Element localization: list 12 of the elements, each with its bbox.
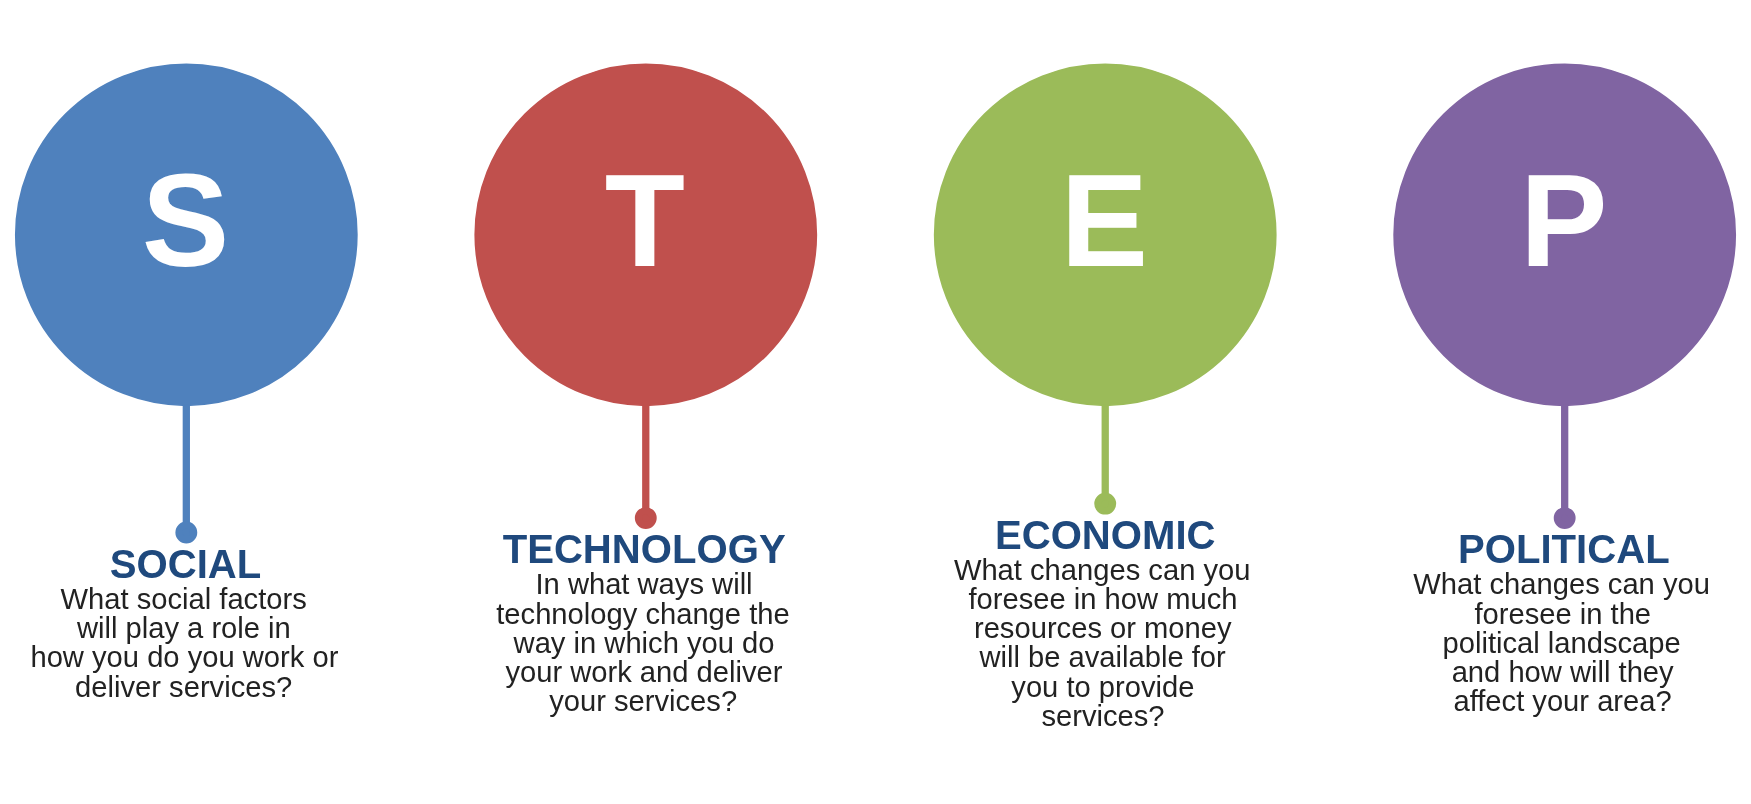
connector xyxy=(634,404,657,529)
node-text: TECHNOLOGY In what ways will technology change the way in which you do your work and deliver your services? xyxy=(496,526,790,717)
node-text: SOCIAL What social factors will play a role in how you do you work or deliver services? xyxy=(30,541,339,703)
node-circle: P xyxy=(1393,62,1737,406)
connector xyxy=(1094,404,1117,515)
node-text: POLITICAL What changes can you foresee in the political landscape and how will they affect your area? xyxy=(1413,526,1710,717)
connector xyxy=(1553,404,1576,529)
node-circle: T xyxy=(474,62,818,406)
node-circle: S xyxy=(14,62,358,406)
connector xyxy=(175,404,198,543)
node-circle: E xyxy=(933,62,1277,406)
node-text: ECONOMIC What changes can you foresee in how much resources or money will be available for you to provide services? xyxy=(953,512,1251,732)
